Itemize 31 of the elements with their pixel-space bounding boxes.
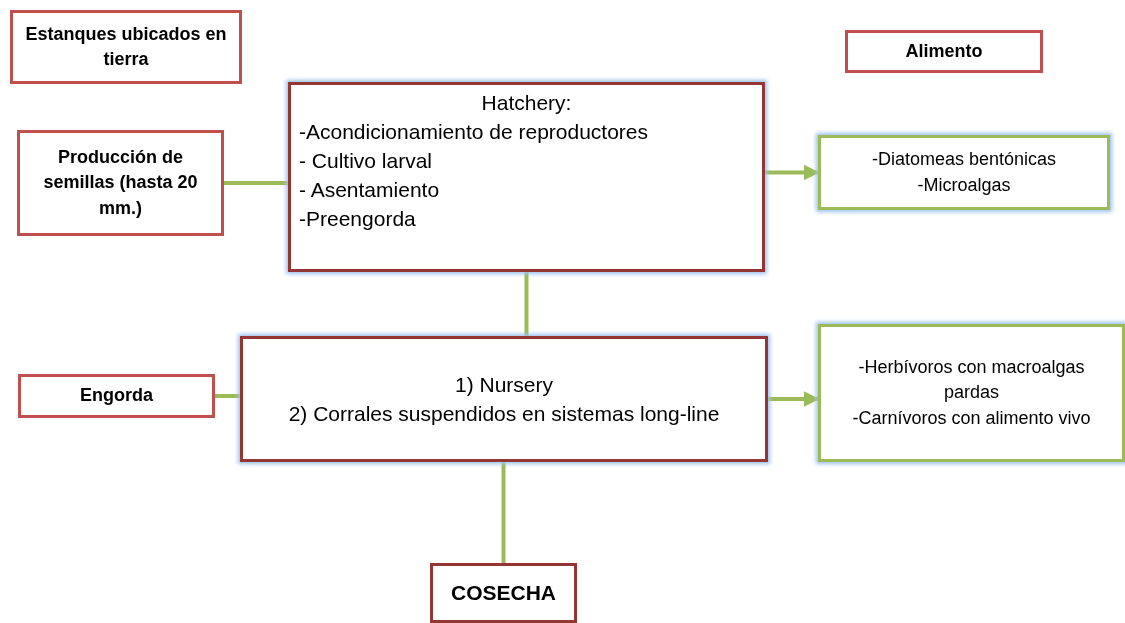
box-text: COSECHA xyxy=(451,580,556,607)
box-text: -Microalgas xyxy=(917,173,1011,197)
process-box xyxy=(240,336,768,462)
box-text: Engorda xyxy=(80,384,153,408)
box-text: 2) Corrales suspendidos en sistemas long-line xyxy=(288,401,720,427)
box-text: - Cultivo larval xyxy=(299,147,433,174)
box-text: - Asentamiento xyxy=(299,176,440,203)
stage-label-box xyxy=(18,374,215,418)
stage-label-box xyxy=(10,10,242,84)
connector-line xyxy=(215,394,240,398)
box-text: -Acondicionamiento de reproductores xyxy=(299,118,649,145)
food-box xyxy=(818,324,1125,462)
box-text: -Carnívoros con alimento vivo xyxy=(852,406,1091,430)
connector-line xyxy=(224,181,288,185)
arrow xyxy=(768,391,820,407)
arrow xyxy=(765,164,820,181)
box-text: 1) Nursery xyxy=(455,371,553,398)
process-box xyxy=(288,82,765,272)
connector-line xyxy=(501,462,506,563)
box-text: Producción de semillas (hasta 20 mm.) xyxy=(42,146,199,220)
box-text: Estanques ubicados en tierra xyxy=(24,22,228,71)
food-box xyxy=(818,135,1110,210)
box-text: -Herbívoros con macroalgas pardas xyxy=(857,356,1086,405)
stage-label-box xyxy=(845,30,1043,73)
box-text: -Diatomeas bentónicas xyxy=(871,148,1057,172)
box-heading: Hatchery: xyxy=(481,90,572,116)
box-text: Alimento xyxy=(905,39,983,63)
stage-label-box xyxy=(17,130,224,236)
box-text: -Preengorda xyxy=(299,205,416,232)
connector-line xyxy=(524,272,529,336)
process-box xyxy=(430,563,577,623)
